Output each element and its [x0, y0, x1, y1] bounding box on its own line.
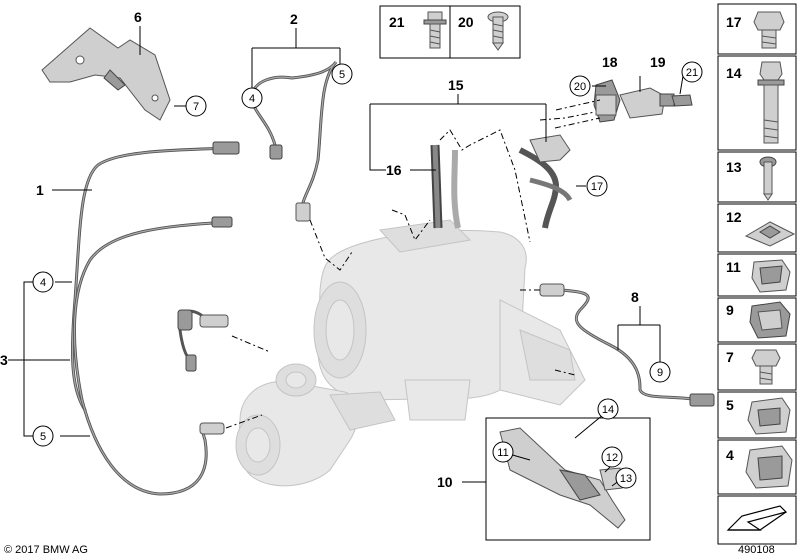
callout-circle-12: 12 [601, 446, 623, 468]
svg-text:4: 4 [40, 277, 46, 289]
sidebar-label-4: 4 [726, 447, 734, 463]
clip-11-icon [751, 259, 791, 293]
top-box-left-label: 21 [389, 14, 405, 30]
callout-circle-14: 14 [597, 398, 619, 420]
bolt-21-icon [423, 11, 447, 49]
sidebar-label-9: 9 [726, 302, 734, 318]
callout-circle-21: 21 [681, 61, 703, 83]
callout-circle-5a: 5 [32, 425, 54, 447]
turbocharger-ghost [235, 363, 396, 487]
top-box-right-label: 20 [458, 14, 474, 30]
sensor-cables [71, 61, 702, 496]
svg-text:5: 5 [40, 431, 46, 443]
copyright-text: © 2017 BMW AG [4, 544, 88, 556]
svg-text:13: 13 [620, 473, 632, 485]
clip-9-icon [749, 301, 791, 339]
bracket-part-6 [41, 27, 171, 121]
callout-15: 15 [448, 77, 464, 93]
callout-16: 16 [386, 162, 402, 178]
particulate-filter-ghost [313, 219, 586, 421]
hardware-sidebar: 17 14 13 12 11 9 7 5 4 [717, 3, 797, 545]
svg-text:11: 11 [497, 447, 508, 459]
screw-20-icon [487, 11, 509, 51]
callout-19: 19 [650, 54, 666, 70]
top-box-20-21: 21 20 [379, 5, 521, 59]
callout-6: 6 [134, 9, 142, 25]
clip-4-icon [745, 445, 793, 489]
callout-8: 8 [631, 289, 639, 305]
sidebar-label-5: 5 [726, 397, 734, 413]
direction-arrow-icon [726, 505, 788, 531]
callout-circle-5b: 5 [331, 63, 353, 85]
clip-12-icon [744, 221, 796, 247]
clip-5-icon [747, 397, 791, 435]
callout-circle-4a: 4 [32, 271, 54, 293]
bolt-7-icon [751, 349, 781, 385]
callout-circle-4b: 4 [241, 87, 263, 109]
callout-18: 18 [602, 54, 618, 70]
svg-text:21: 21 [686, 67, 698, 79]
sidebar-label-11: 11 [726, 259, 741, 275]
svg-text:5: 5 [339, 69, 345, 81]
cable-connectors [177, 141, 715, 435]
callout-3: 3 [0, 352, 8, 368]
screw-13-icon [759, 156, 777, 201]
svg-text:7: 7 [193, 101, 199, 113]
callout-1: 1 [36, 182, 44, 198]
svg-text:12: 12 [606, 452, 618, 464]
callout-circle-7: 7 [185, 95, 207, 117]
callout-circle-9: 9 [649, 361, 671, 383]
sidebar-label-14: 14 [726, 65, 742, 81]
svg-text:20: 20 [574, 81, 586, 93]
sidebar-label-17: 17 [726, 14, 742, 30]
pressure-sensor-assembly [529, 79, 693, 163]
sidebar-label-7: 7 [726, 349, 734, 365]
long-bolt-14-icon [757, 61, 785, 144]
svg-text:4: 4 [249, 93, 255, 105]
callouts: 1 2 3 6 8 10 15 16 18 19 4 5 4 5 7 [0, 9, 703, 490]
callout-circle-17: 17 [586, 175, 608, 197]
assembly-lines [225, 99, 601, 429]
sidebar-label-13: 13 [726, 159, 742, 175]
callout-2: 2 [290, 11, 298, 27]
callout-circle-11: 11 [492, 441, 514, 463]
svg-text:9: 9 [657, 367, 663, 379]
diagram-number: 490108 [738, 544, 775, 556]
callout-10: 10 [437, 474, 453, 490]
sidebar-label-12: 12 [726, 209, 742, 225]
svg-text:14: 14 [602, 404, 614, 416]
hex-bolt-17-icon [753, 11, 785, 49]
callout-circle-20: 20 [569, 75, 591, 97]
svg-text:17: 17 [591, 181, 603, 193]
callout-circle-13: 13 [615, 467, 637, 489]
